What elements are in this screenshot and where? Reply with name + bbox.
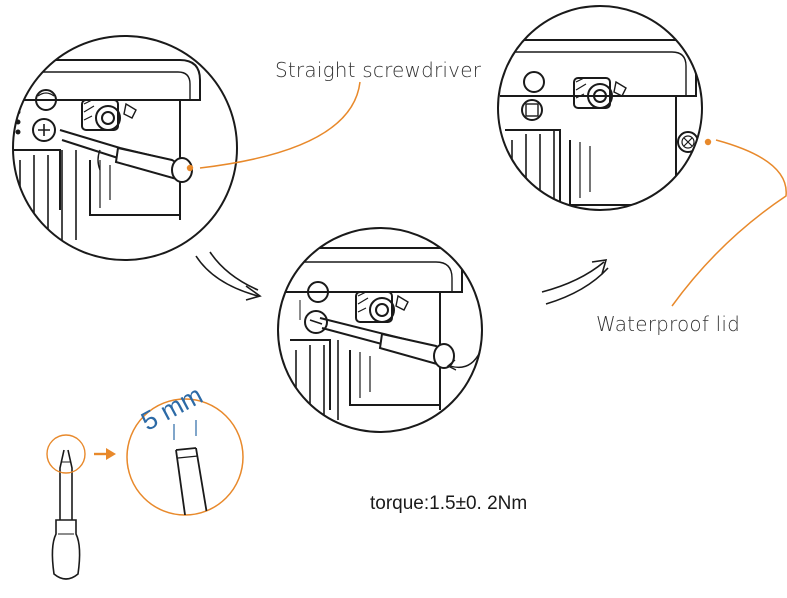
step-arrow-2-icon bbox=[541, 259, 609, 305]
step-3-illustration bbox=[497, 5, 703, 211]
step-1-illustration bbox=[12, 35, 238, 261]
tip-highlight-circle bbox=[46, 434, 86, 474]
rotation-arrow-icon bbox=[449, 351, 481, 369]
step-2-circle bbox=[277, 227, 483, 433]
waterproof-lid-label: Waterproof lid bbox=[596, 312, 741, 336]
blade-tip-detail bbox=[175, 447, 209, 515]
torque-label: torque:1.5±0. 2Nm bbox=[370, 493, 528, 514]
dimension-ticks bbox=[173, 420, 197, 440]
straight-screwdriver-label: Straight screwdriver bbox=[275, 58, 482, 82]
step-3-circle bbox=[497, 5, 703, 211]
screwdriver-leader-dot bbox=[186, 164, 194, 172]
step-2-illustration bbox=[277, 227, 483, 433]
screwdriver-leader-line bbox=[199, 81, 361, 169]
step-1-circle bbox=[12, 35, 238, 261]
screwdriver-tool bbox=[51, 449, 81, 580]
lid-leader-line bbox=[671, 139, 787, 307]
step-arrow-1-icon bbox=[195, 251, 262, 301]
lid-leader-dot bbox=[704, 138, 712, 146]
